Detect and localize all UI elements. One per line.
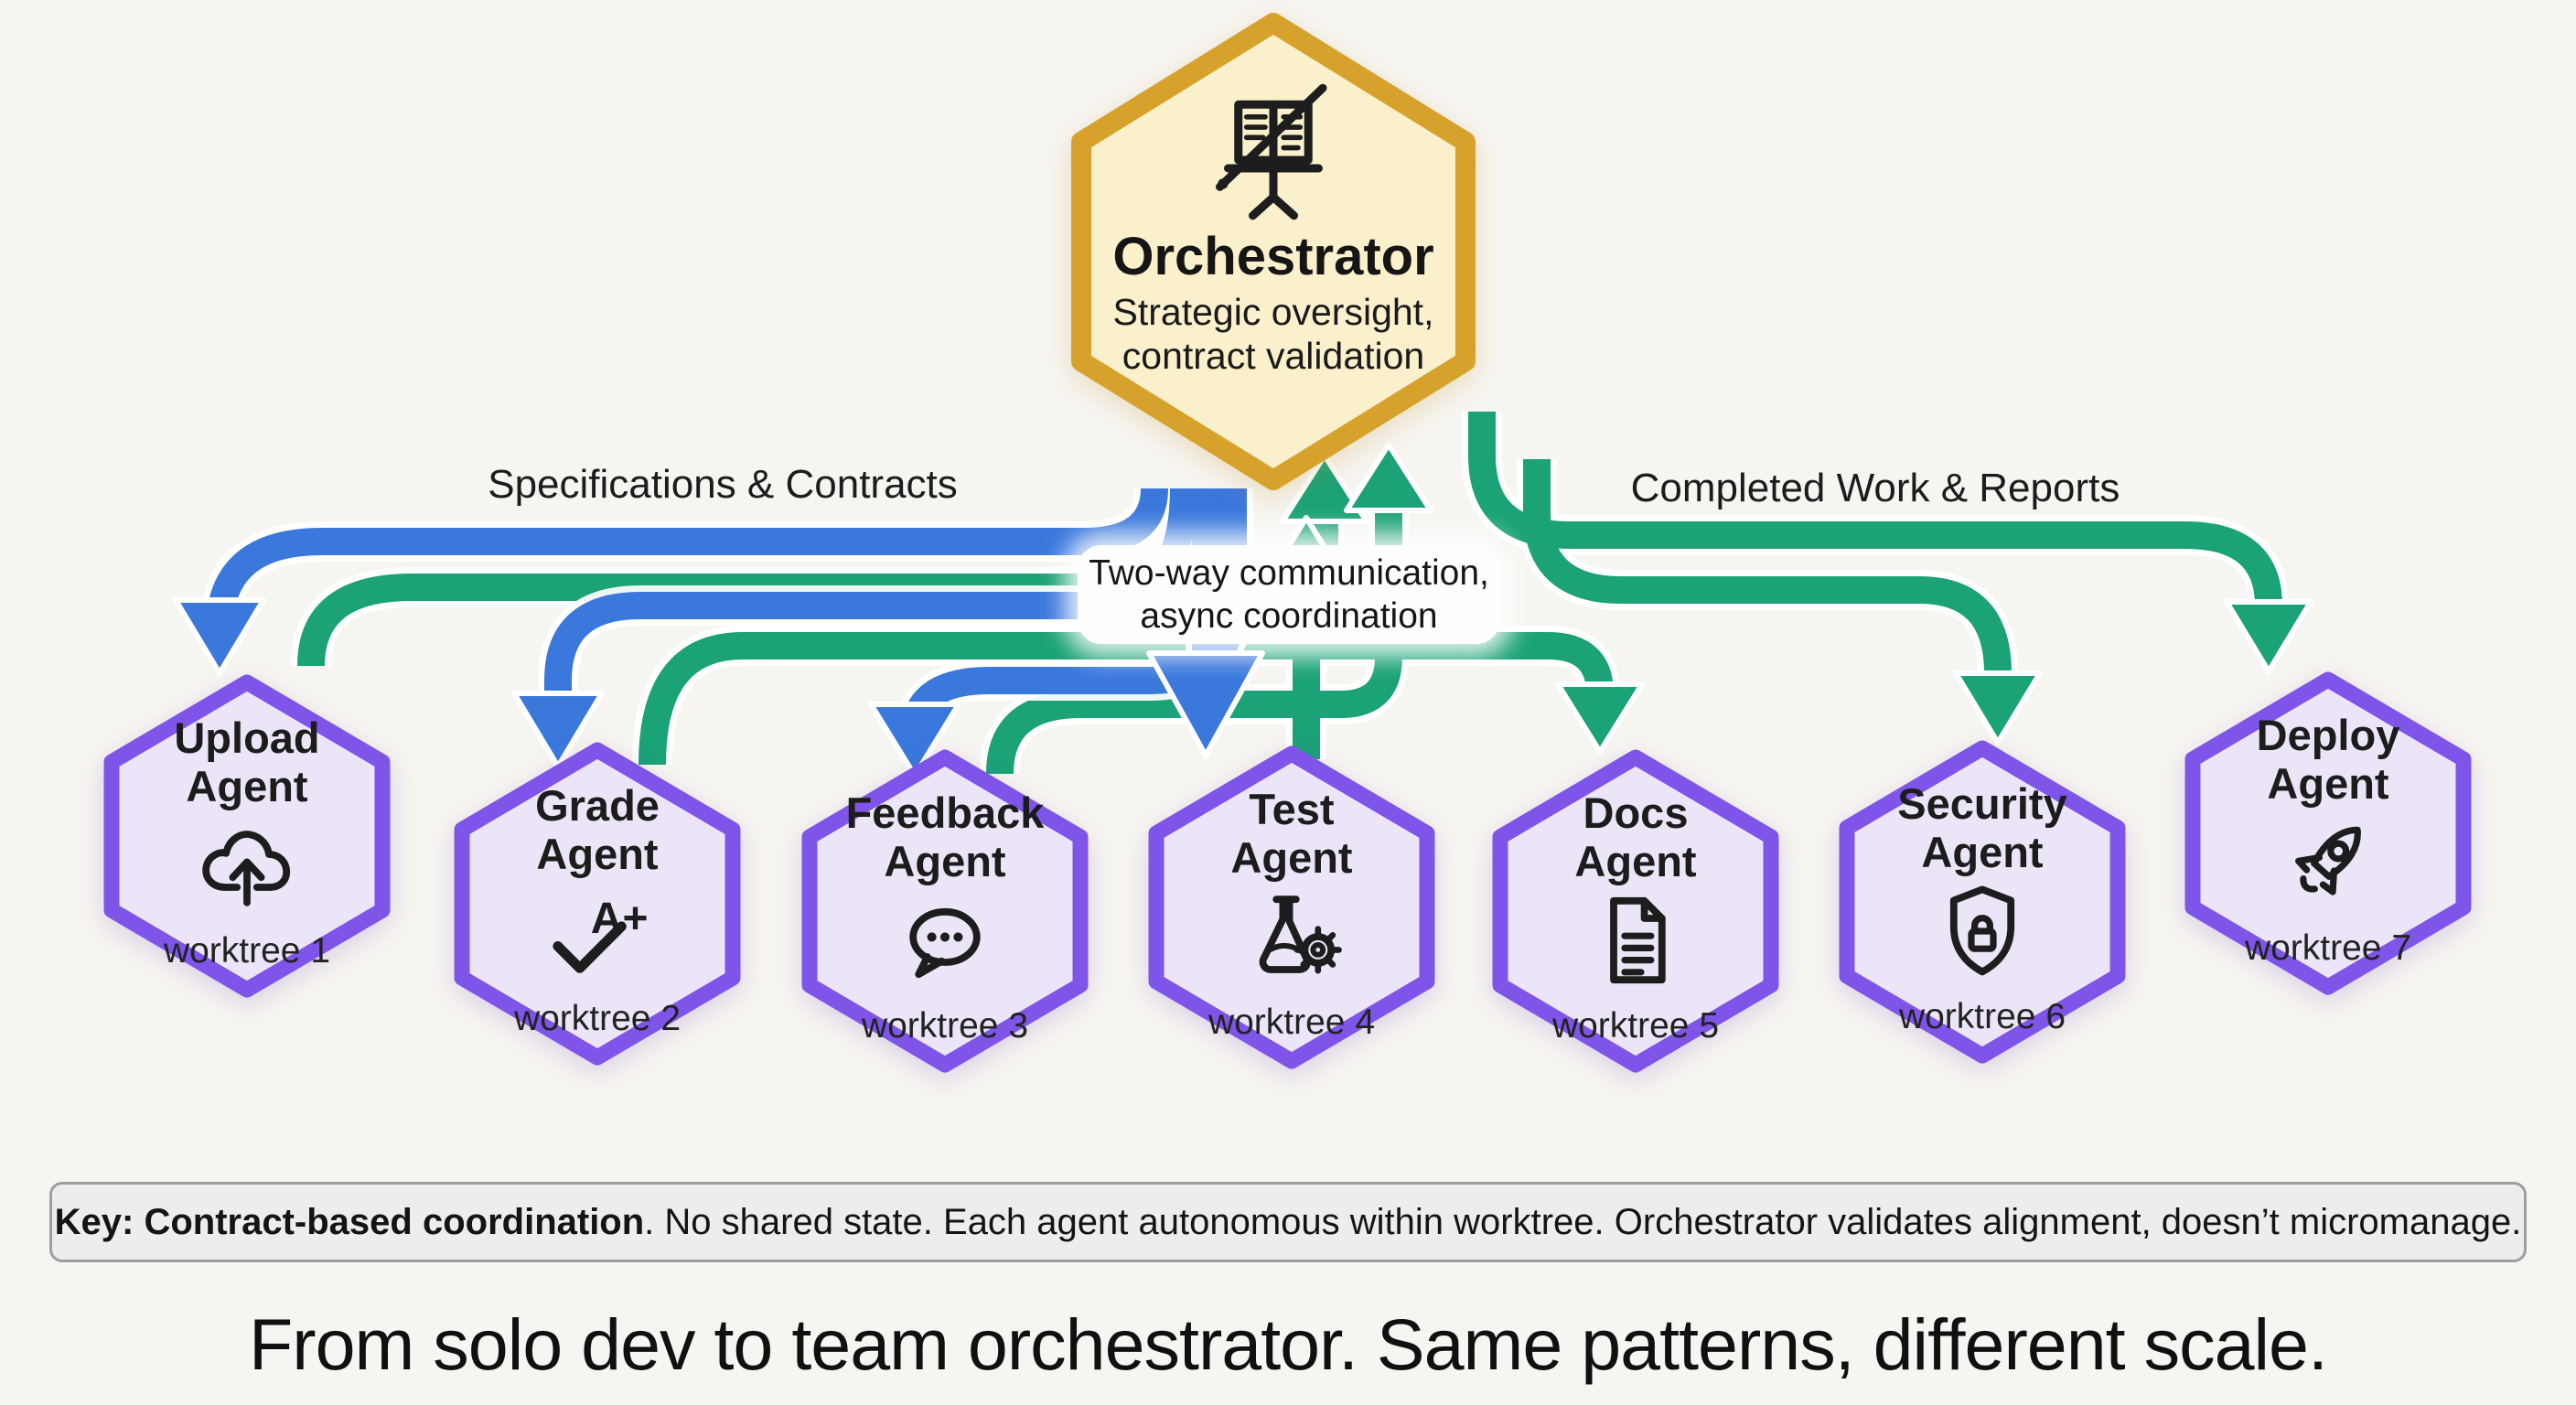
orchestrator-title: Orchestrator [1112, 227, 1434, 286]
agent-worktree: worktree 1 [163, 931, 331, 971]
blue-arrowhead-down [868, 702, 961, 778]
agent-node-grade: Grade Agent A+ worktree 2 [453, 742, 742, 1066]
agent-worktree: worktree 7 [2244, 928, 2412, 968]
green-arrowhead-up [1280, 453, 1369, 524]
agent-name: Deploy Agent [2256, 711, 2400, 808]
agent-name: Upload Agent [174, 713, 320, 810]
caption-title: From solo dev to team orchestrator. Same… [249, 1303, 2328, 1385]
agent-worktree: worktree 4 [1208, 1003, 1376, 1042]
chat-bubble-icon [890, 885, 1000, 995]
rocket-icon [2273, 808, 2383, 917]
agent-node-security: Security Agent worktree 6 [1838, 740, 2127, 1064]
agent-name: Docs Agent [1574, 788, 1697, 885]
key-note-text: Key: Contract-based coordination. No sha… [55, 1202, 2522, 1243]
agent-name: Grade Agent [535, 781, 660, 878]
cloud-upload-icon [192, 810, 302, 920]
agent-worktree: worktree 2 [513, 999, 682, 1038]
blue-arrowhead-down [1146, 650, 1265, 758]
specifications-contracts-label: Specifications & Contracts [488, 462, 958, 507]
completed-work-reports-label: Completed Work & Reports [1630, 466, 2120, 510]
agent-name: Security Agent [1897, 779, 2067, 876]
agent-worktree: worktree 3 [861, 1006, 1029, 1046]
grade-check-icon: A+ [542, 878, 652, 988]
blue-flows [173, 488, 1265, 778]
green-arrowhead-down [1555, 681, 1645, 755]
green-arrowhead-down [2224, 599, 2313, 674]
agent-node-test: Test Agent worktree 4 [1147, 745, 1436, 1069]
two-way-line2: async coordination [1140, 596, 1438, 636]
green-arrowhead-down [1953, 670, 2043, 745]
agent-node-upload: Upload Agent worktree 1 [102, 674, 392, 998]
grade-a-plus-text: A+ [591, 895, 649, 943]
document-icon [1581, 885, 1690, 995]
key-note-rest: . No shared state. Each agent autonomous… [644, 1201, 2522, 1242]
key-note-bold: Key: Contract-based coordination [54, 1201, 645, 1242]
blue-arrowhead-down [511, 691, 605, 769]
flask-gear-icon [1237, 882, 1347, 992]
agent-worktree: worktree 5 [1551, 1006, 1720, 1046]
key-note: Key: Contract-based coordination. No sha… [49, 1182, 2527, 1262]
agent-name: Feedback Agent [845, 788, 1045, 885]
agent-node-docs: Docs Agent worktree 5 [1491, 749, 1780, 1073]
two-way-line1: Two-way communication, [1089, 553, 1489, 593]
agent-node-deploy: Deploy Agent worktree 7 [2184, 671, 2473, 995]
agent-name: Test Agent [1230, 785, 1353, 882]
orchestrator-hexagon [1071, 13, 1476, 490]
two-way-communication-label: Two-way communication, async coordinatio… [1078, 545, 1500, 644]
agent-worktree: worktree 6 [1898, 997, 2066, 1036]
orchestrator-node: Orchestrator Strategic oversight, contra… [1071, 13, 1476, 490]
agent-node-feedback: Feedback Agent worktree 3 [800, 749, 1089, 1073]
shield-lock-icon [1927, 876, 2037, 986]
conductor-music-stand-icon [1191, 61, 1356, 226]
orchestrator-subtitle: Strategic oversight, contract validation [1112, 291, 1434, 377]
green-arrowhead-up [1344, 442, 1433, 513]
blue-arrowhead-down [173, 597, 266, 676]
